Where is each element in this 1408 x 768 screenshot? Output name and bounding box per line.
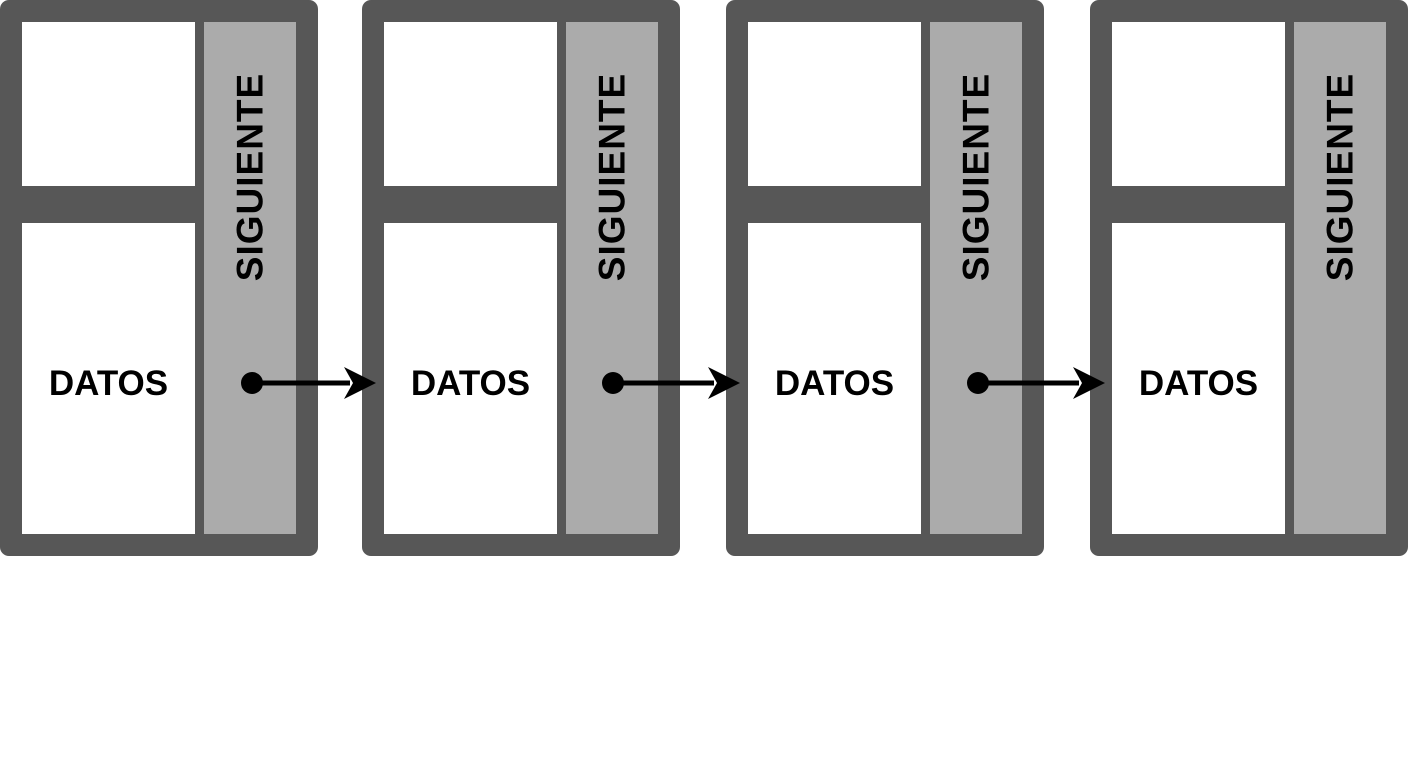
list-node-3: DATOS SIGUIENTE <box>726 0 1044 556</box>
list-node-1: DATOS SIGUIENTE <box>0 0 318 556</box>
data-label: DATOS <box>774 364 895 403</box>
node-data-cell: DATOS <box>22 223 195 534</box>
node-data-cell: DATOS <box>1112 223 1285 534</box>
node-empty-cell <box>384 22 557 186</box>
node-next-cell: SIGUIENTE <box>566 22 658 534</box>
node-data-cell: DATOS <box>384 223 557 534</box>
node-next-cell: SIGUIENTE <box>204 22 296 534</box>
next-label: SIGUIENTE <box>591 72 633 282</box>
node-empty-cell <box>22 22 195 186</box>
data-label: DATOS <box>410 364 531 403</box>
next-label: SIGUIENTE <box>229 72 271 282</box>
node-data-cell: DATOS <box>748 223 921 534</box>
data-label: DATOS <box>48 364 169 403</box>
list-node-4: DATOS SIGUIENTE <box>1090 0 1408 556</box>
data-label: DATOS <box>1138 364 1259 403</box>
node-next-cell: SIGUIENTE <box>1294 22 1386 534</box>
node-empty-cell <box>748 22 921 186</box>
node-next-cell: SIGUIENTE <box>930 22 1022 534</box>
node-empty-cell <box>1112 22 1285 186</box>
next-label: SIGUIENTE <box>1319 72 1361 282</box>
next-label: SIGUIENTE <box>955 72 997 282</box>
list-node-2: DATOS SIGUIENTE <box>362 0 680 556</box>
